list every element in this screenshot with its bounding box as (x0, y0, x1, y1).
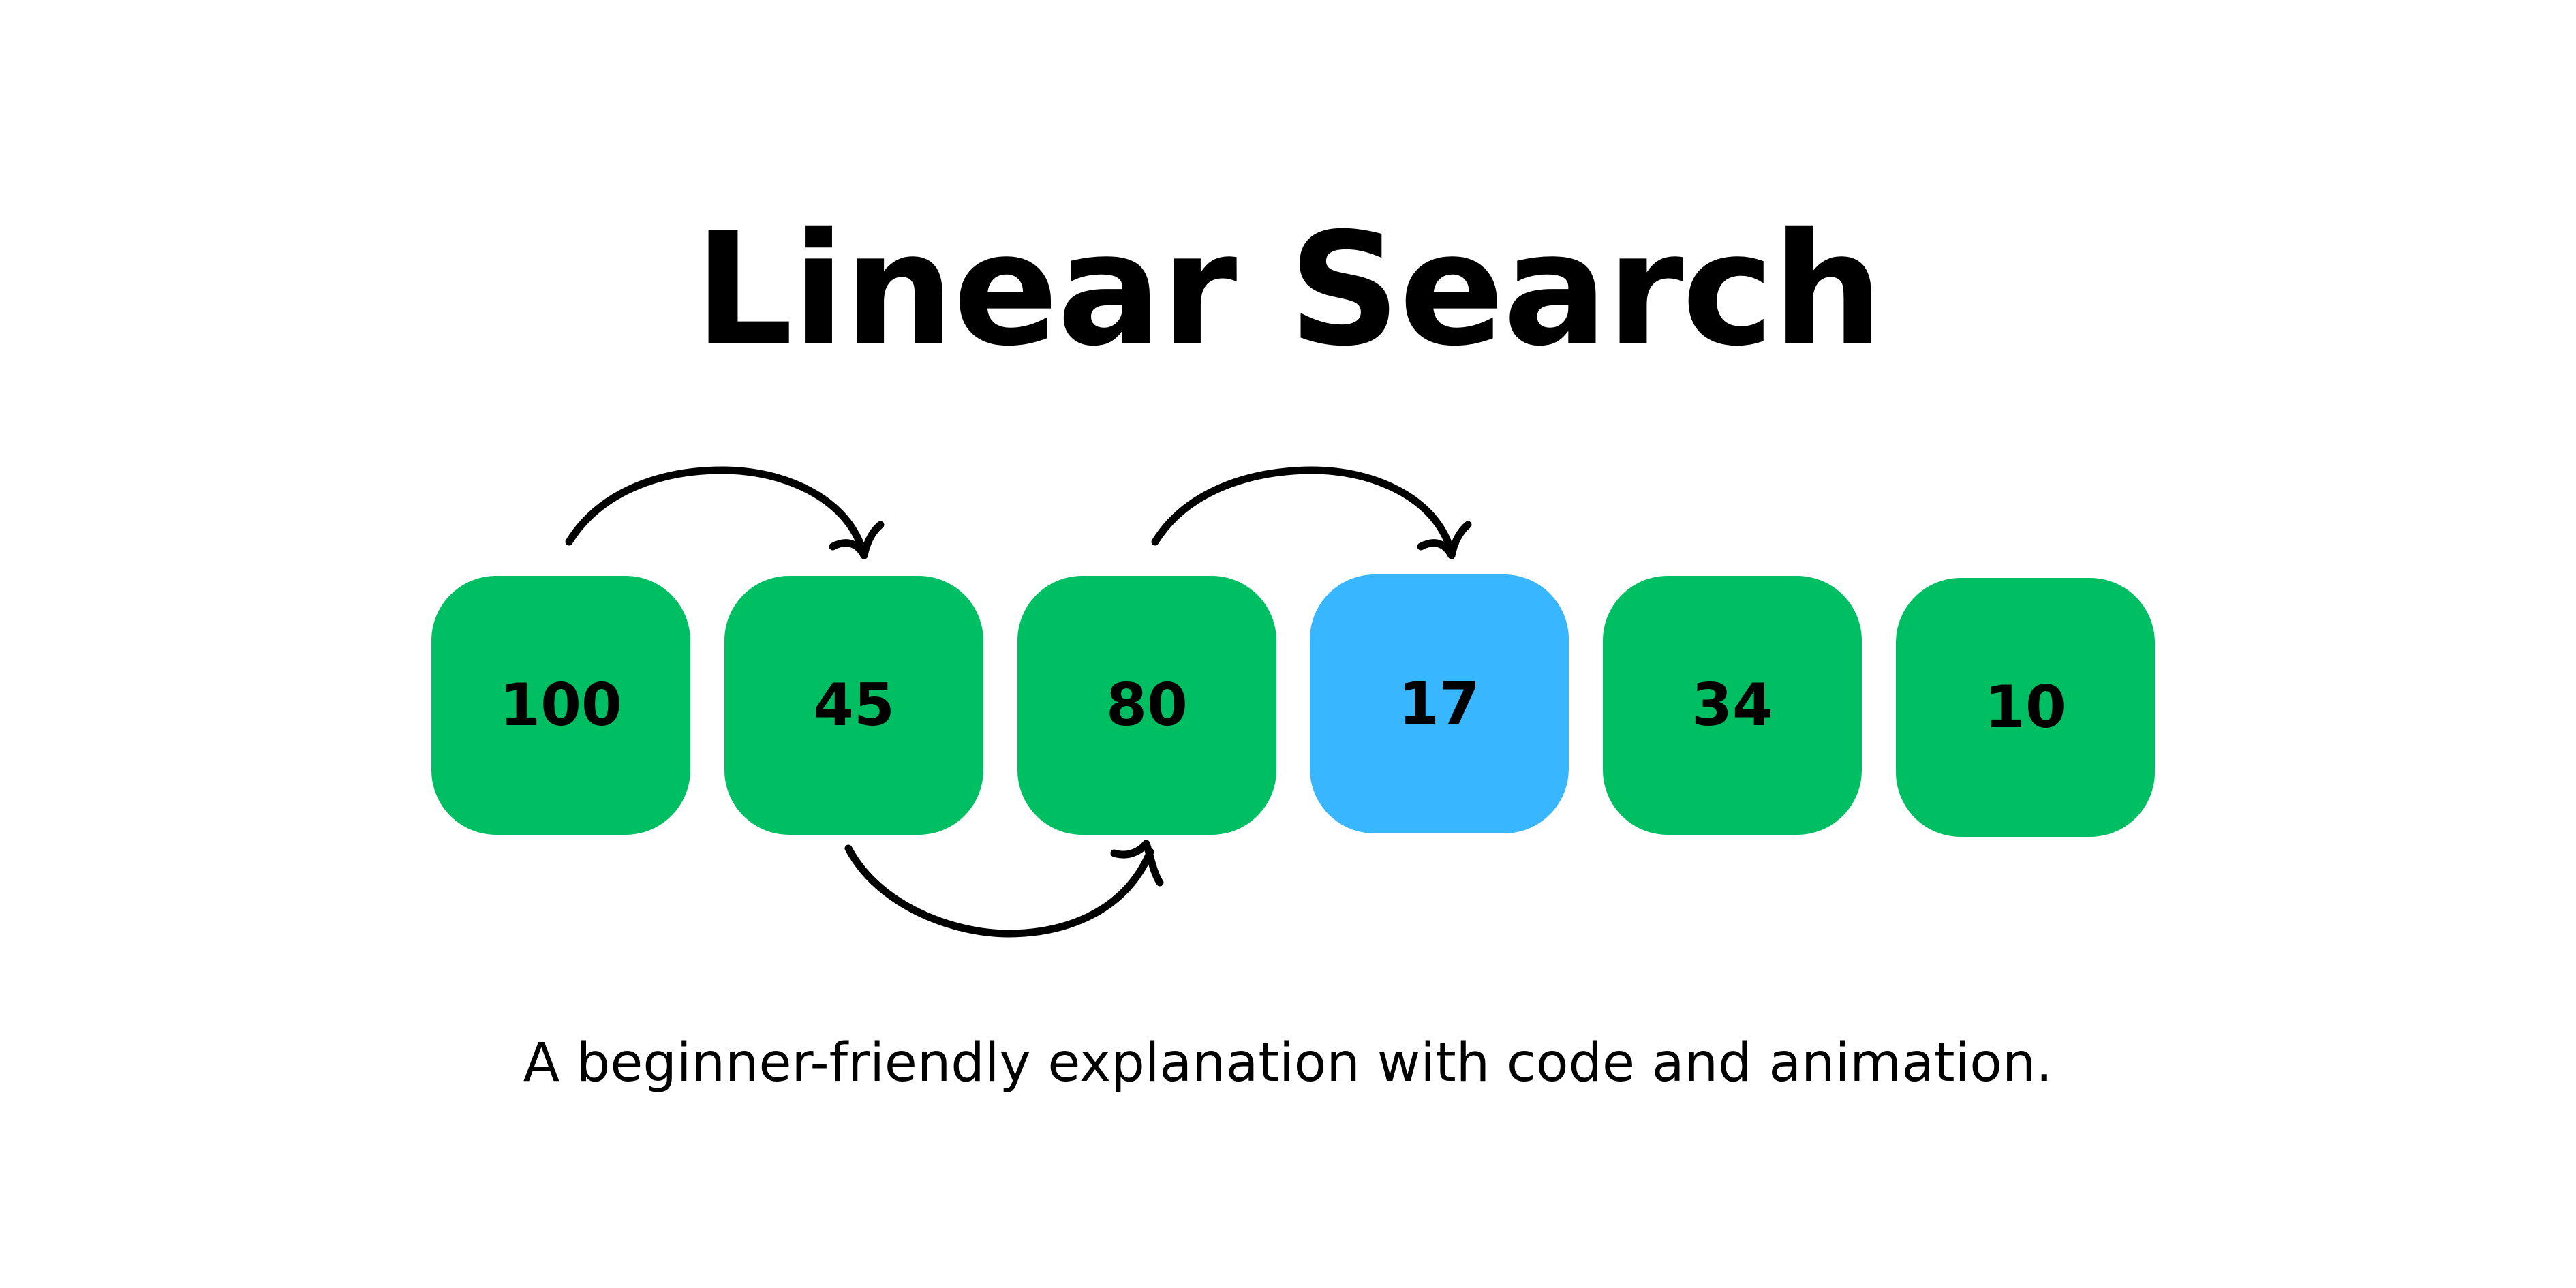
array-cell-2: 80 (1017, 576, 1276, 835)
array-cell-value: 34 (1691, 671, 1773, 739)
page-subtitle: A beginner-friendly explanation with cod… (523, 1032, 2053, 1094)
arrow-2-to-3 (1151, 466, 1472, 559)
array-cell-value: 45 (813, 671, 895, 739)
array-cell-5: 10 (1896, 578, 2155, 837)
arrow-0-to-1 (565, 466, 885, 559)
arrow-1-to-2 (844, 840, 1164, 938)
array-cell-value: 80 (1106, 671, 1188, 739)
array-cell-4: 34 (1603, 576, 1862, 835)
array-cell-value: 10 (1984, 673, 2066, 741)
page-title: Linear Search (694, 199, 1884, 380)
array-cell-3-current: 17 (1310, 574, 1569, 833)
array-cell-0: 100 (431, 576, 690, 835)
array-cell-value: 100 (500, 671, 622, 739)
array-cell-value: 17 (1398, 670, 1480, 738)
array-cell-1: 45 (724, 576, 983, 835)
